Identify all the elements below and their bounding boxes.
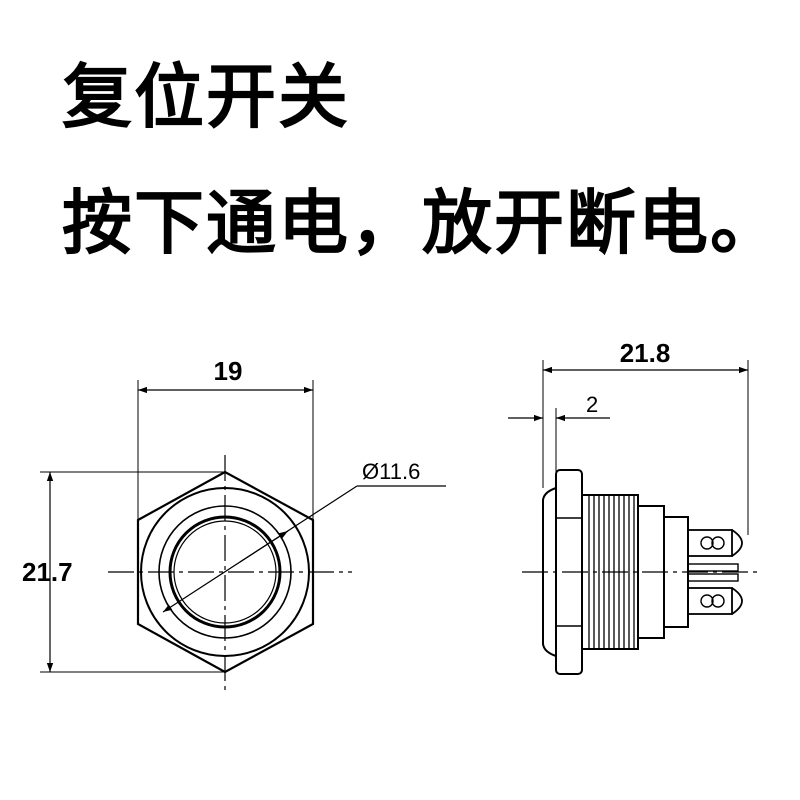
upper-solder-tab: [731, 529, 743, 557]
upper-terminal-hole-2: [711, 536, 725, 550]
terminal-base: [663, 516, 689, 628]
bezel-inner-ring: [158, 505, 292, 639]
thread-lines: [588, 495, 635, 649]
lower-terminal-hole-2: [711, 594, 725, 608]
height-dimension-label: 21.7: [22, 557, 73, 587]
flange-dimension-label: 2: [586, 392, 598, 417]
upper-terminal: [687, 529, 733, 557]
diameter-arrow-inner: [239, 530, 289, 563]
product-title: 复位开关: [62, 56, 350, 138]
front-view: [40, 380, 446, 690]
lower-terminal-hole-1: [700, 594, 714, 608]
lower-terminal: [687, 587, 733, 615]
lower-solder-tab: [731, 587, 743, 615]
button-face-inner: [173, 520, 277, 624]
diameter-dimension-label: Ø11.6: [362, 459, 420, 484]
length-dimension-label: 21.8: [620, 338, 671, 368]
product-description: 按下通电，放开断电。: [62, 182, 782, 264]
bezel-outer-ring: [140, 487, 310, 657]
center-pin: [687, 563, 739, 572]
width-dimension-label: 19: [214, 356, 243, 386]
front-flange: [542, 487, 557, 657]
button-face: [168, 515, 282, 629]
upper-terminal-hole-1: [700, 536, 714, 550]
center-pin-lower: [687, 573, 739, 582]
side-view: [508, 360, 762, 675]
